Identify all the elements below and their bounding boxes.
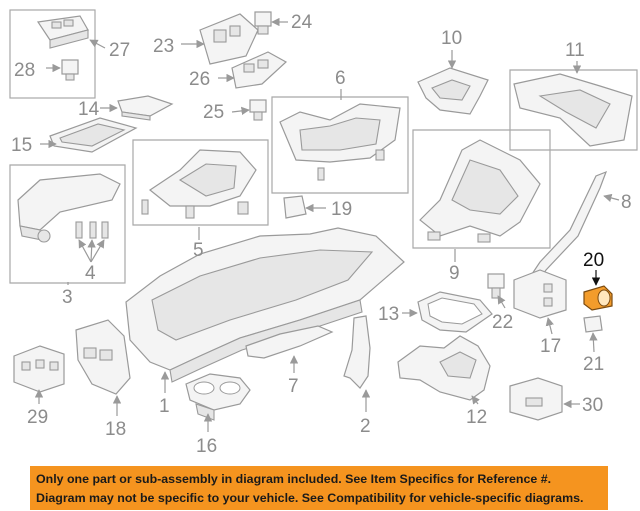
callout-13: 13 xyxy=(378,304,399,325)
callout-6: 6 xyxy=(335,68,346,89)
callout-22: 22 xyxy=(492,312,513,333)
callout-28: 28 xyxy=(14,60,35,81)
callout-25: 25 xyxy=(203,102,224,123)
callout-1: 1 xyxy=(159,396,170,417)
callout-2: 2 xyxy=(360,416,371,437)
part-6 xyxy=(279,103,401,181)
part-14 xyxy=(117,95,174,121)
disclaimer-banner: Only one part or sub-assembly in diagram… xyxy=(30,466,608,510)
part-17 xyxy=(513,269,567,319)
callout-3: 3 xyxy=(62,287,73,308)
parts-diagram: 27 28 23 24 26 25 14 15 10 11 6 5 3 4 19… xyxy=(9,9,638,457)
part-5 xyxy=(141,149,257,219)
callout-23: 23 xyxy=(153,36,174,57)
group-box-27 xyxy=(9,9,96,99)
part-10 xyxy=(417,67,489,115)
part-18 xyxy=(75,319,131,395)
part-7 xyxy=(245,325,334,359)
part-11 xyxy=(513,73,633,147)
part-15 xyxy=(49,117,138,153)
group-box-6 xyxy=(271,96,409,194)
part-19 xyxy=(283,195,307,219)
callout-30: 30 xyxy=(582,395,603,416)
part-2 xyxy=(343,315,371,389)
group-box-3 xyxy=(9,164,126,284)
callout-8: 8 xyxy=(621,192,632,213)
part-26 xyxy=(231,51,288,89)
part-25 xyxy=(249,99,267,121)
callout-5: 5 xyxy=(193,240,204,261)
callout-26: 26 xyxy=(189,69,210,90)
callout-18: 18 xyxy=(105,419,126,440)
group-box-5 xyxy=(132,139,269,226)
part-20-highlighted xyxy=(583,285,613,311)
callout-20: 20 xyxy=(583,250,604,271)
callout-9: 9 xyxy=(449,263,460,284)
callout-15: 15 xyxy=(11,135,32,156)
callout-29: 29 xyxy=(27,407,48,428)
part-4 xyxy=(75,221,109,239)
callout-12: 12 xyxy=(466,407,487,428)
group-box-9 xyxy=(412,129,551,249)
part-27 xyxy=(36,15,89,49)
part-9 xyxy=(419,139,541,243)
part-3 xyxy=(17,173,121,243)
callout-4: 4 xyxy=(85,263,96,284)
callout-24: 24 xyxy=(291,12,313,33)
callout-21: 21 xyxy=(583,354,604,375)
callout-14: 14 xyxy=(78,99,100,120)
part-24 xyxy=(254,11,272,35)
disclaimer-line-1: Only one part or sub-assembly in diagram… xyxy=(36,472,552,486)
callout-17: 17 xyxy=(540,336,561,357)
part-28 xyxy=(61,59,79,81)
callout-16: 16 xyxy=(196,436,217,457)
part-22 xyxy=(487,273,505,299)
part-23 xyxy=(199,13,259,65)
callout-19: 19 xyxy=(331,199,352,220)
part-12 xyxy=(397,335,491,401)
part-21 xyxy=(583,315,603,333)
part-29 xyxy=(13,345,65,393)
callout-11: 11 xyxy=(565,40,585,61)
callout-27: 27 xyxy=(109,40,130,61)
part-13 xyxy=(417,291,493,333)
part-30 xyxy=(509,377,563,421)
part-16 xyxy=(185,373,251,421)
group-box-11 xyxy=(509,69,638,151)
callout-7: 7 xyxy=(288,376,299,397)
disclaimer-line-2: Diagram may not be specific to your vehi… xyxy=(36,491,584,505)
callout-10: 10 xyxy=(441,28,462,49)
